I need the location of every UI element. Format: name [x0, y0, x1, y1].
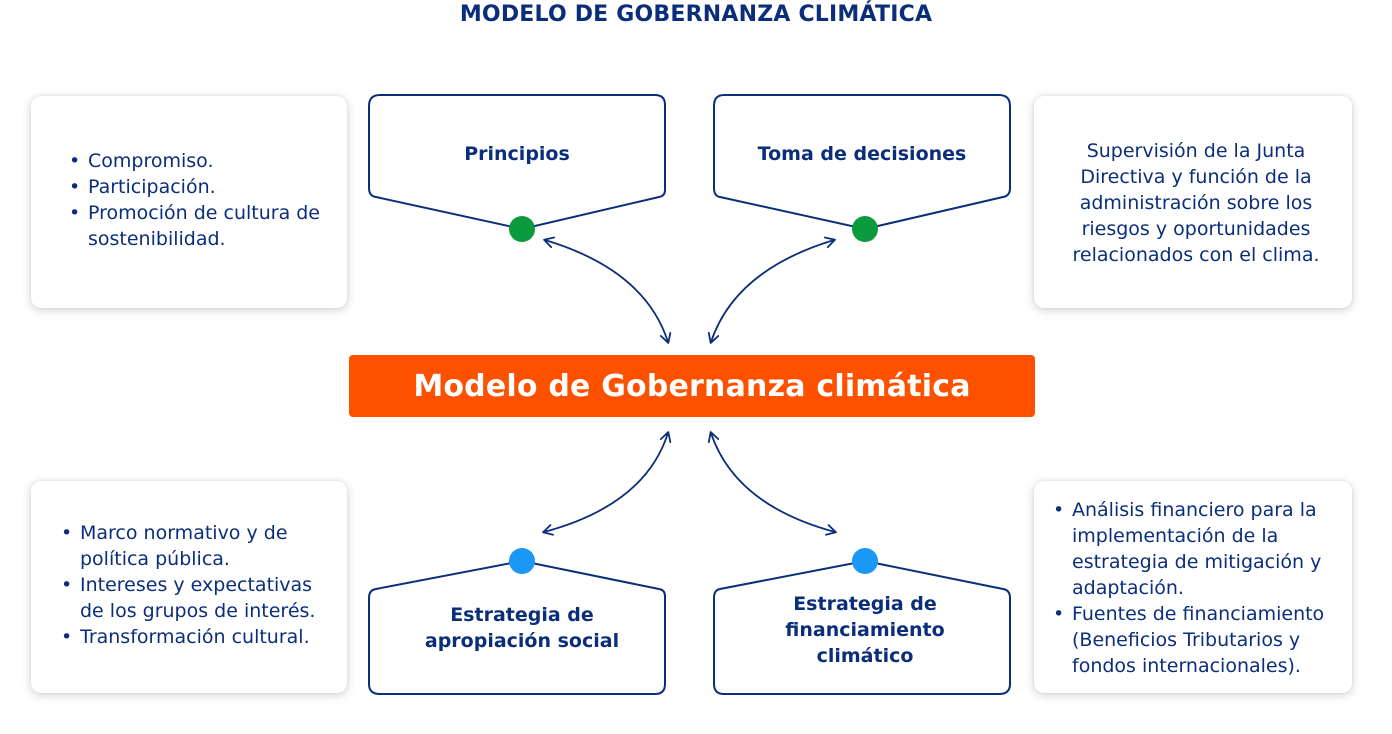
list-item: Promoción de cultura de sostenibilidad.	[65, 200, 320, 252]
apropiacion-social-details-card: Marco normativo y de política pública. I…	[31, 481, 347, 693]
arrow-principios-center	[543, 236, 672, 344]
financiamiento-node-shape	[713, 559, 1011, 695]
financiamiento-node-label: Estrategia de financiamiento climático	[785, 593, 945, 667]
list-item: Transformación cultural.	[57, 624, 325, 650]
financiamiento-details-card: Análisis financiero para la implementaci…	[1034, 481, 1352, 693]
financiamiento-connector-dot	[852, 548, 878, 574]
toma-decisiones-details-text: Supervisión de la Junta Directiva y func…	[1072, 140, 1320, 266]
list-item: Intereses y expectativas de los grupos d…	[57, 572, 325, 624]
center-model-box: Modelo de Gobernanza climática	[349, 355, 1035, 417]
toma-decisiones-node-shape	[713, 94, 1011, 231]
apropiacion-social-details-list: Marco normativo y de política pública. I…	[57, 520, 325, 650]
apropiacion-social-connector-dot	[509, 548, 535, 574]
list-item: Participación.	[65, 174, 320, 200]
financiamiento-details-list: Análisis financiero para la implementaci…	[1049, 497, 1339, 679]
principios-connector-dot	[509, 216, 535, 242]
arrow-center-financiamiento	[707, 431, 837, 536]
principios-node-shape	[368, 94, 666, 231]
principios-details-list: Compromiso. Participación. Promoción de …	[65, 148, 320, 252]
toma-decisiones-details-card: Supervisión de la Junta Directiva y func…	[1034, 96, 1352, 308]
arrow-toma-decisiones-center	[707, 236, 836, 344]
list-item: Marco normativo y de política pública.	[57, 520, 325, 572]
list-item: Fuentes de financiamiento (Beneficios Tr…	[1049, 601, 1339, 679]
toma-decisiones-node-label: Toma de decisiones	[757, 143, 967, 165]
apropiacion-social-node-shape	[368, 559, 666, 695]
list-item: Análisis financiero para la implementaci…	[1049, 497, 1339, 601]
toma-decisiones-connector-dot	[852, 216, 878, 242]
center-model-label: Modelo de Gobernanza climática	[413, 368, 971, 404]
page-title: MODELO DE GOBERNANZA CLIMÁTICA	[459, 2, 933, 27]
principios-details-card: Compromiso. Participación. Promoción de …	[31, 96, 347, 308]
list-item: Compromiso.	[65, 148, 320, 174]
apropiacion-social-node-label: Estrategia de apropiación social	[424, 604, 620, 652]
arrow-center-apropiacion-social	[542, 431, 672, 536]
principios-node-label: Principios	[464, 143, 570, 165]
